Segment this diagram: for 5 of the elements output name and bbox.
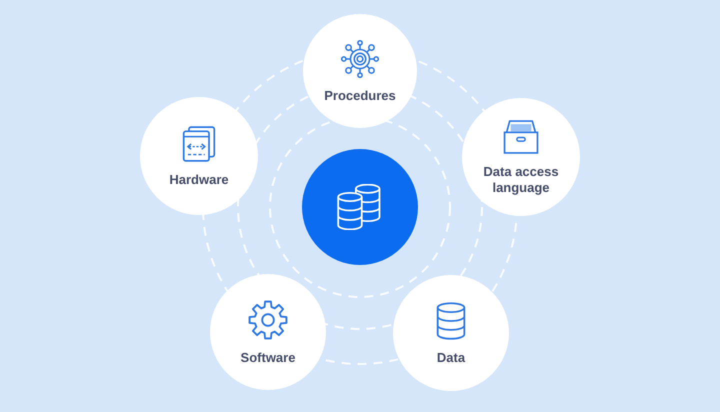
node-label: Software — [240, 350, 296, 366]
node-label: Hardware — [169, 172, 229, 188]
node-label: Data — [436, 350, 466, 366]
node-label: Data access language — [482, 164, 560, 196]
node-label: Procedures — [324, 88, 396, 104]
